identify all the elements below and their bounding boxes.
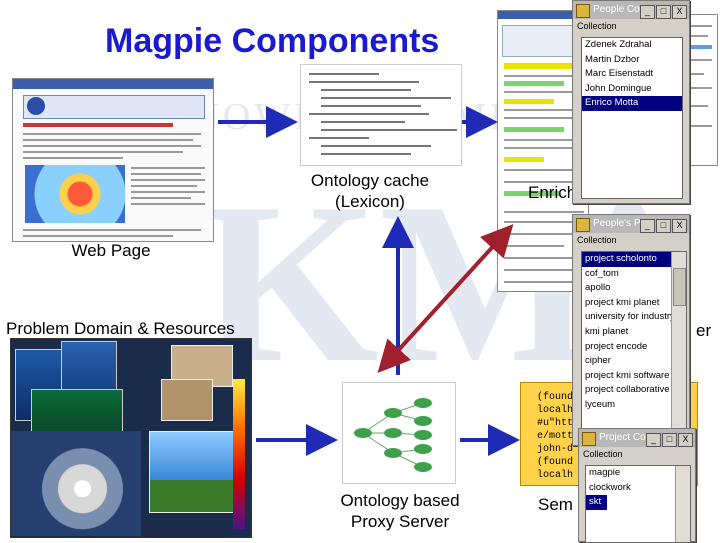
projects-list[interactable]: project scholonto cof_tom apollo project… [581,251,687,441]
close-button[interactable]: X [672,219,687,233]
code-line: localh [537,470,574,481]
window-title-bar[interactable]: Project Co... _□X [579,429,695,447]
faces-photo-2 [161,379,213,421]
maximize-button[interactable]: □ [662,433,677,447]
hurricane-satellite-image [11,431,141,536]
vertical-scrollbar[interactable] [671,252,686,440]
list-item-selected[interactable]: project scholonto [582,252,674,267]
web-page-banner-logo [27,97,45,115]
list-item[interactable]: university for industry [585,311,675,323]
web-page-banner [23,95,205,119]
code-line: (found [537,457,574,468]
list-item[interactable]: magpie [589,467,621,478]
list-item[interactable]: John Domingue [585,82,652,94]
list-item[interactable]: kmi planet [585,325,629,337]
collection-label: Collection [577,235,617,245]
list-item[interactable]: project encode [585,340,648,352]
ontology-graph [354,398,432,472]
code-line: (found [537,392,574,403]
collection-label: Collection [577,21,617,31]
window-title: Project Co... [599,432,655,443]
list-item-selected[interactable]: skt [586,495,607,510]
list-item[interactable]: lyceum [585,398,616,410]
list-item[interactable]: project kmi software v [585,369,677,381]
list-item[interactable]: clockwork [589,481,631,493]
list-item[interactable]: Zdenek Zdrahal [585,39,652,50]
window-title: People's P... [593,218,648,229]
window-title-bar[interactable]: People Co... _□X [573,1,689,19]
temperature-scale-bar [233,379,245,529]
web-page-screenshot [12,78,214,242]
people-list[interactable]: Zdenek Zdrahal Martin Dzbor Marc Eisenst… [581,37,683,199]
arrow-proxy-enriched-bidirectional [377,224,514,373]
peoples-projects-window[interactable]: People's P... _□X Collection project sch… [572,214,690,446]
page-title: Magpie Components [105,22,440,60]
list-item[interactable]: Martin Dzbor [585,53,640,65]
minimize-button[interactable]: _ [646,433,661,447]
maximize-button[interactable]: □ [656,219,671,233]
close-button[interactable]: X [672,5,687,19]
minimize-button[interactable]: _ [640,219,655,233]
list-item[interactable]: Marc Eisenstadt [585,68,654,80]
scrollbar-thumb[interactable] [673,268,686,306]
collection-label: Collection [583,449,623,459]
proxy-server-label: Ontology based Proxy Server [340,491,460,531]
viewer-label-partial: er [696,321,712,340]
window-title-bar[interactable]: People's P... _□X [573,215,689,233]
ontology-cache-screenshot [300,64,462,166]
list-item[interactable]: project collaborative ze [585,384,683,396]
code-line: localh [537,405,574,416]
problem-domain-label: Problem Domain & Resources [6,319,235,338]
maximize-button[interactable]: □ [656,5,671,19]
code-line: john-d [537,444,574,455]
list-item-selected[interactable]: Enrico Motta [582,96,682,111]
list-item[interactable]: project kmi planet [585,296,660,308]
window-title: People Co... [593,4,649,15]
list-item[interactable]: cof_tom [585,267,619,279]
ontology-graph-screenshot [342,382,456,484]
vertical-scrollbar[interactable] [675,466,690,542]
web-page-header-bar [13,79,213,89]
window-app-icon [576,218,590,232]
window-app-icon [576,4,590,18]
project-collaborators-window[interactable]: Project Co... _□X Collection magpie cloc… [578,428,696,543]
problem-domain-collage [10,338,252,538]
close-button[interactable]: X [678,433,693,447]
minimize-button[interactable]: _ [640,5,655,19]
code-line: e/mott [537,431,574,442]
code-line: #u"htt [537,418,574,429]
people-collaborators-window[interactable]: People Co... _□X Collection Zdenek Zdrah… [572,0,690,204]
list-item[interactable]: cipher [585,355,611,367]
web-page-heatmap-image [25,165,125,223]
window-app-icon [582,432,596,446]
web-page-label: Web Page [71,241,151,260]
semantic-label-partial: Sem [538,495,573,514]
ontology-cache-label: Ontology cache (Lexicon) [310,171,430,211]
project-people-list[interactable]: magpie clockwork skt [585,465,691,543]
list-item[interactable]: apollo [585,282,611,294]
web-page-headline [23,123,173,127]
